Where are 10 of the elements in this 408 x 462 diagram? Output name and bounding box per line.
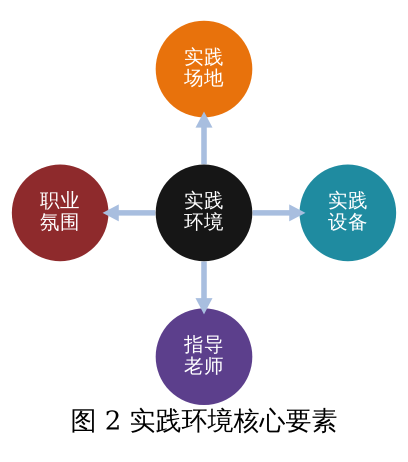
arrow: [102, 204, 156, 222]
node-circle: 实践场地: [156, 20, 252, 118]
node-circle: 实践设备: [300, 164, 396, 262]
node-circle: 指导老师: [156, 308, 252, 406]
arrow: [252, 204, 306, 222]
arrow: [195, 111, 213, 164]
node-circle: 实践环境: [156, 164, 252, 262]
caption: 图 2 实践环境核心要素: [70, 406, 338, 437]
arrow: [195, 262, 213, 314]
node-circle: 职业氛围: [12, 164, 108, 262]
